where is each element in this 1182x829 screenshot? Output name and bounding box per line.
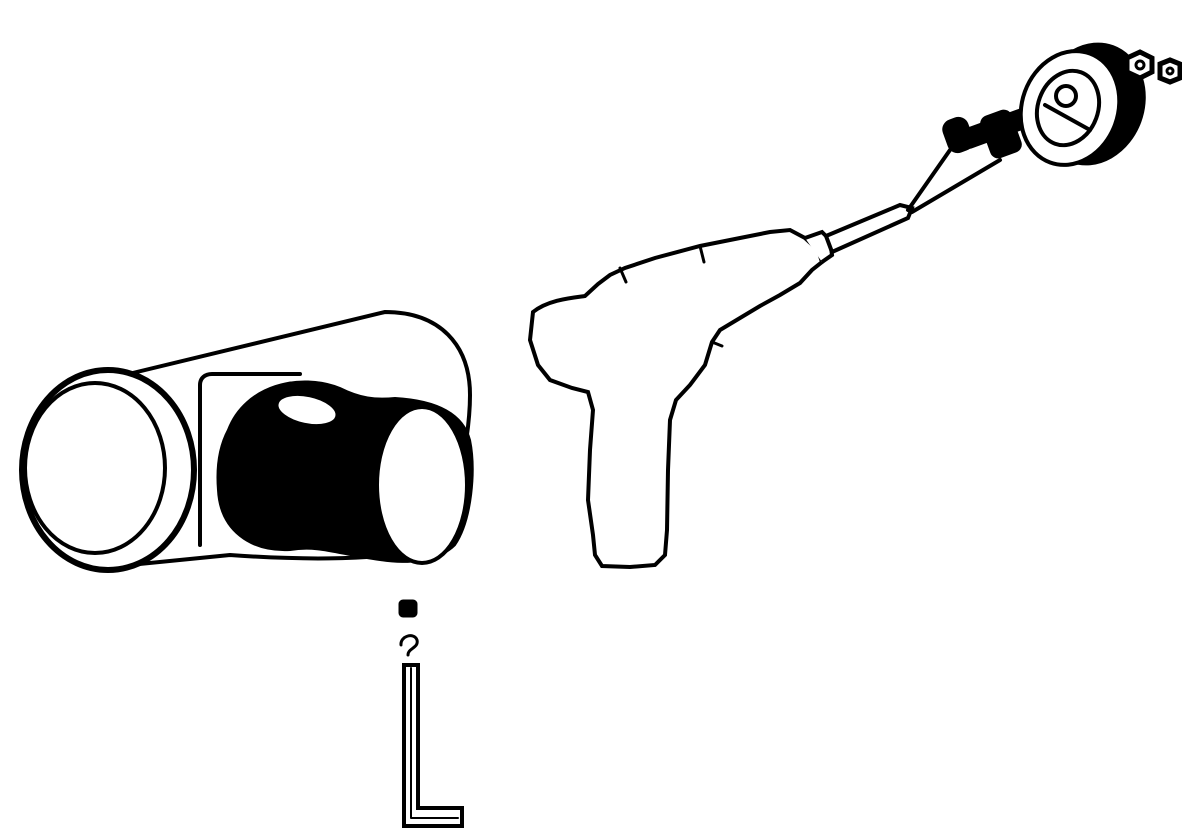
allen-key-icon (404, 665, 462, 826)
set-screw-icon (399, 600, 417, 655)
grinding-wheel-icon (940, 28, 1180, 180)
drill-shaft-icon (826, 150, 1000, 252)
drill-icon (530, 230, 832, 567)
pipe-tee-icon (22, 312, 473, 570)
